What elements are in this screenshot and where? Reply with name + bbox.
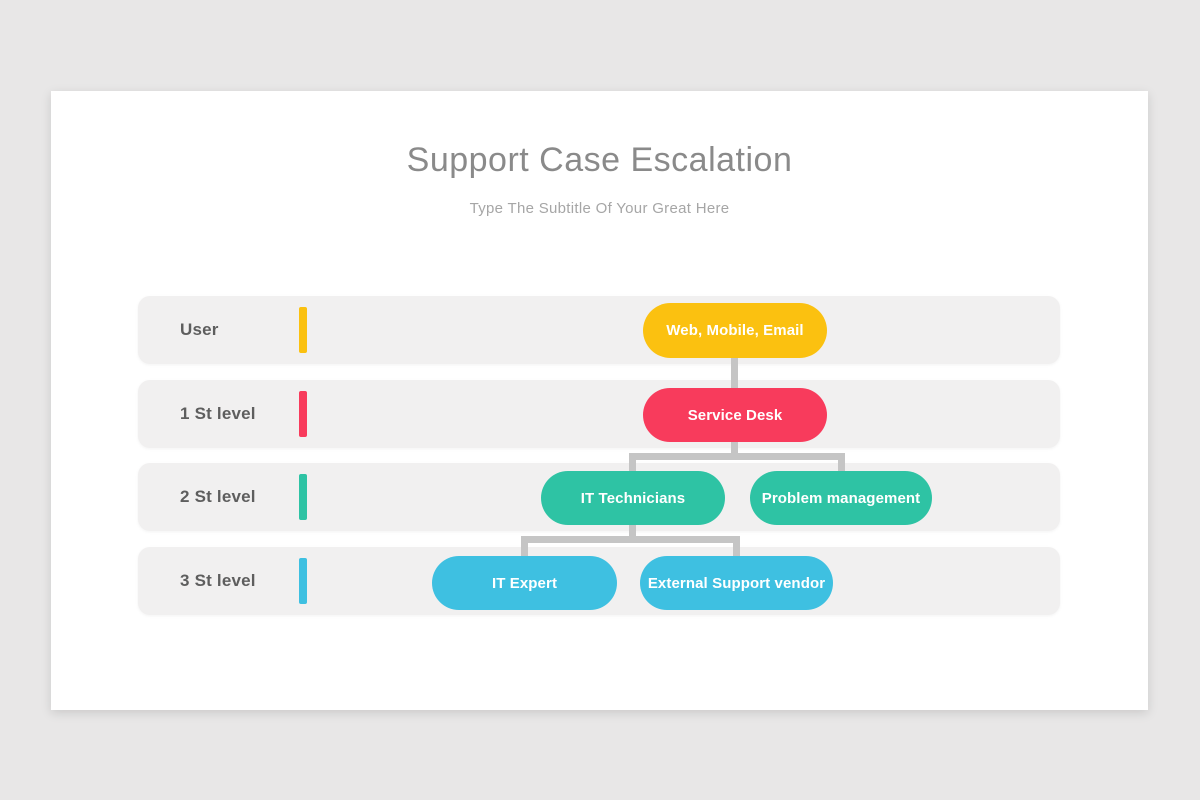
lane-2st-level-color-bar (299, 474, 307, 520)
lane-3st-level-color-bar (299, 558, 307, 604)
connector-to-external-support-vendor (733, 536, 740, 558)
lane-1st-level: 1 St level (138, 380, 1060, 448)
connector-level2-horizontal (629, 453, 845, 460)
node-service-desk: Service Desk (643, 388, 827, 442)
node-external-support-vendor: External Support vendor (640, 556, 833, 610)
lane-user-color-bar (299, 307, 307, 353)
slide-canvas: Support Case Escalation Type The Subtitl… (51, 91, 1148, 710)
node-it-expert: IT Expert (432, 556, 617, 610)
connector-it-technicians-stub (629, 522, 636, 538)
connector-service-desk-stub (731, 439, 738, 455)
lane-3st-level-label: 3 St level (180, 571, 256, 590)
node-web-mobile-email: Web, Mobile, Email (643, 303, 827, 358)
lane-1st-level-color-bar (299, 391, 307, 437)
page-title: Support Case Escalation (406, 141, 793, 179)
connector-to-problem-management (838, 453, 845, 473)
node-problem-management: Problem management (750, 471, 932, 525)
lane-user: User (138, 296, 1060, 364)
lane-user-label: User (180, 320, 219, 339)
connector-level3-horizontal (521, 536, 740, 543)
node-it-technicians: IT Technicians (541, 471, 725, 525)
connector-web-to-service-desk (731, 355, 738, 391)
page-subtitle: Type The Subtitle Of Your Great Here (469, 200, 730, 217)
lane-1st-level-label: 1 St level (180, 404, 256, 423)
connector-to-it-technicians (629, 453, 636, 473)
lane-2st-level-label: 2 St level (180, 487, 256, 506)
connector-to-it-expert (521, 536, 528, 558)
